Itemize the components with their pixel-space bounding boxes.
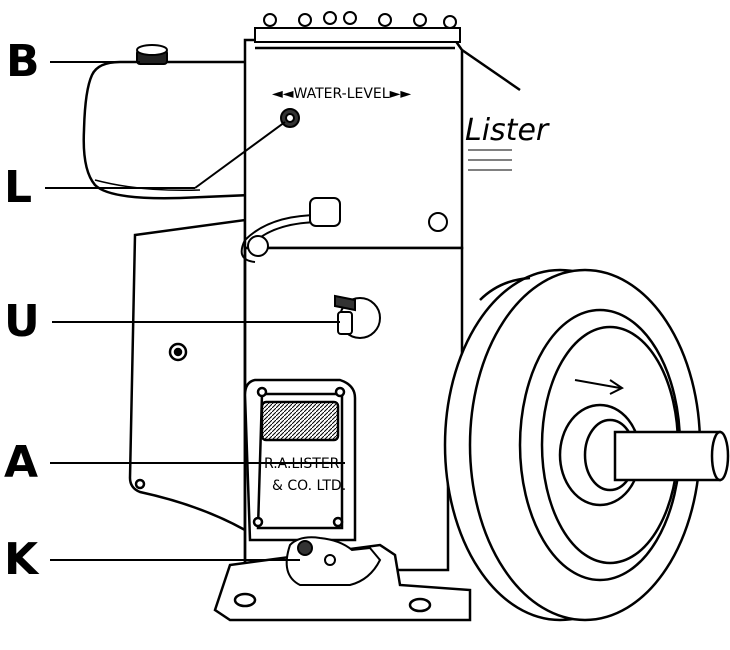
filler-cap	[136, 44, 168, 65]
crankshaft	[613, 430, 730, 482]
water-level-text: ◄◄WATER-LEVEL►►	[272, 86, 411, 102]
side-plug	[428, 212, 448, 232]
nameplate-line2: & CO. LTD.	[272, 478, 346, 494]
callout-l: L	[4, 162, 33, 213]
callout-k: K	[4, 534, 39, 585]
head-bolts	[254, 11, 461, 43]
drain-tap	[285, 536, 382, 586]
callout-a: A	[4, 437, 39, 488]
brand-script: Lister	[465, 113, 550, 148]
leader-l-diagonal	[194, 121, 286, 189]
inspection-door	[243, 378, 357, 542]
fuel-pipe	[240, 197, 341, 263]
crankcase-side	[128, 218, 247, 533]
callout-b: B	[6, 36, 40, 87]
fuel-tank	[82, 60, 252, 200]
fuel-tap	[334, 294, 381, 339]
brand-plate-lines	[468, 149, 512, 171]
leader-lines	[45, 61, 345, 561]
callout-u: U	[4, 296, 40, 347]
water-level-plug	[280, 108, 300, 128]
rotation-arrow	[574, 379, 624, 395]
